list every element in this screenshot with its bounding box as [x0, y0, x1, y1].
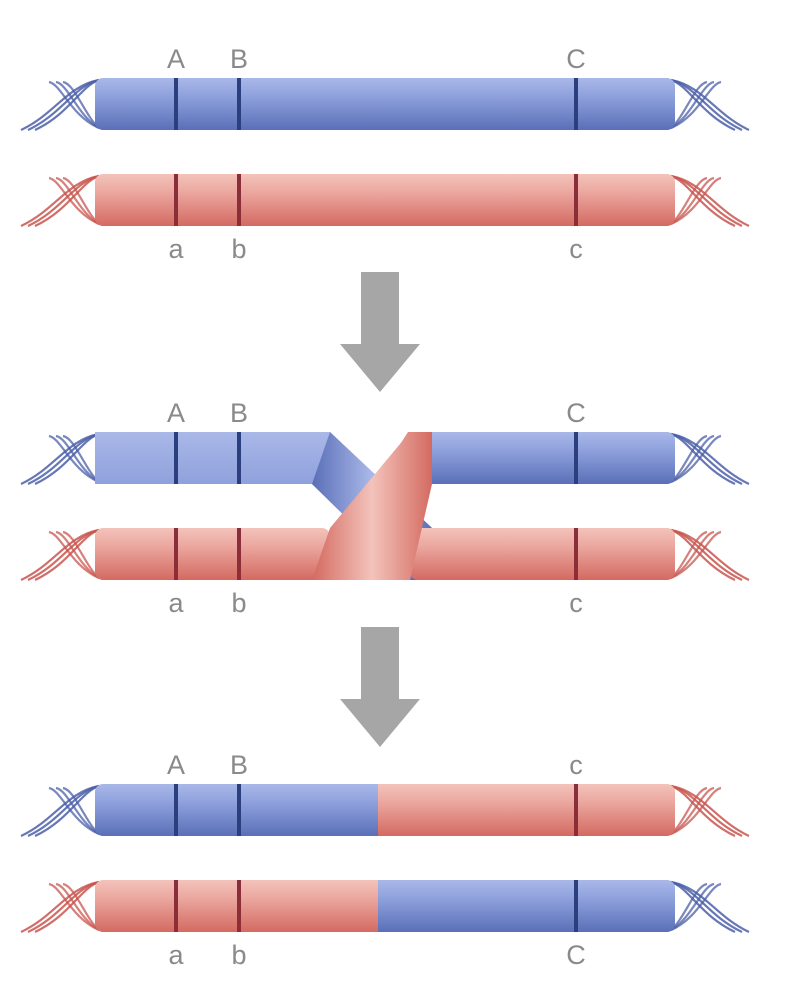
- dna-strand: [62, 80, 100, 129]
- gene-label: a: [168, 234, 184, 264]
- dna-strand: [62, 530, 100, 579]
- dna-strand: [670, 434, 708, 483]
- gene-label: C: [566, 44, 586, 74]
- dna-strand: [670, 528, 750, 581]
- gene-label: b: [231, 234, 246, 264]
- dna-strand: [48, 530, 100, 580]
- gene-label: C: [566, 940, 586, 970]
- dna-strand: [670, 786, 708, 835]
- dna-strand: [670, 176, 708, 225]
- gene-locus-marker: [574, 78, 578, 130]
- gene-label: B: [230, 750, 248, 780]
- dna-strand: [20, 174, 100, 227]
- dna-strand: [670, 882, 708, 931]
- dna-strand: [670, 882, 722, 932]
- down-arrow: [340, 272, 420, 392]
- dna-strand: [48, 176, 100, 226]
- gene-label: a: [168, 940, 184, 970]
- dna-strand: [62, 786, 100, 835]
- dna-strand: [20, 528, 100, 581]
- gene-locus-marker: [174, 784, 178, 836]
- gene-locus-marker: [237, 784, 241, 836]
- red-chromatid-left: [95, 528, 330, 580]
- gene-locus-marker: [237, 78, 241, 130]
- gene-label: c: [569, 234, 583, 264]
- dna-strand: [670, 784, 750, 837]
- dna-strand: [670, 530, 722, 580]
- gene-label: a: [168, 588, 184, 618]
- gene-label: B: [230, 44, 248, 74]
- blue-chromatid-right: [410, 432, 675, 484]
- gene-locus-marker: [237, 174, 241, 226]
- gene-locus-marker: [174, 432, 178, 484]
- dna-strand: [48, 80, 100, 130]
- dna-strand: [670, 78, 750, 131]
- gene-locus-marker: [574, 784, 578, 836]
- gene-locus-marker: [237, 432, 241, 484]
- gene-label: b: [231, 588, 246, 618]
- gene-locus-marker: [174, 528, 178, 580]
- dna-strand: [48, 434, 100, 484]
- dna-strand: [48, 882, 100, 932]
- gene-locus-marker: [237, 528, 241, 580]
- dna-strand: [670, 80, 708, 129]
- dna-strand: [62, 176, 100, 225]
- dna-strand: [670, 432, 750, 485]
- gene-label: A: [167, 398, 185, 428]
- gene-locus-marker: [174, 78, 178, 130]
- gene-label: b: [231, 940, 246, 970]
- gene-locus-marker: [174, 174, 178, 226]
- gene-locus-marker: [174, 880, 178, 932]
- dna-strand: [48, 786, 100, 836]
- gene-locus-marker: [574, 880, 578, 932]
- gene-locus-marker: [237, 880, 241, 932]
- gene-label: C: [566, 398, 586, 428]
- red-chromatid-right: [410, 528, 675, 580]
- gene-label: c: [569, 588, 583, 618]
- dna-strand: [20, 784, 100, 837]
- gene-label: B: [230, 398, 248, 428]
- crossover-pair: A B Ca b c: [20, 398, 750, 618]
- dna-strand: [20, 432, 100, 485]
- down-arrow: [340, 627, 420, 747]
- dna-strand: [670, 176, 722, 226]
- dna-strand: [670, 80, 722, 130]
- dna-strand: [670, 880, 750, 933]
- dna-strand: [20, 78, 100, 131]
- dna-strand: [670, 530, 708, 579]
- dna-strand: [670, 786, 722, 836]
- dna-strand: [20, 880, 100, 933]
- chromosome-top-stage1: A B C: [20, 44, 750, 131]
- gene-locus-marker: [574, 174, 578, 226]
- gene-locus-marker: [574, 528, 578, 580]
- dna-strand: [62, 882, 100, 931]
- dna-strand: [670, 174, 750, 227]
- chromosome-bottom-stage1: a b c: [20, 174, 750, 264]
- dna-strand: [670, 434, 722, 484]
- gene-label: c: [569, 750, 583, 780]
- gene-label: A: [167, 44, 185, 74]
- gene-label: A: [167, 750, 185, 780]
- gene-locus-marker: [574, 432, 578, 484]
